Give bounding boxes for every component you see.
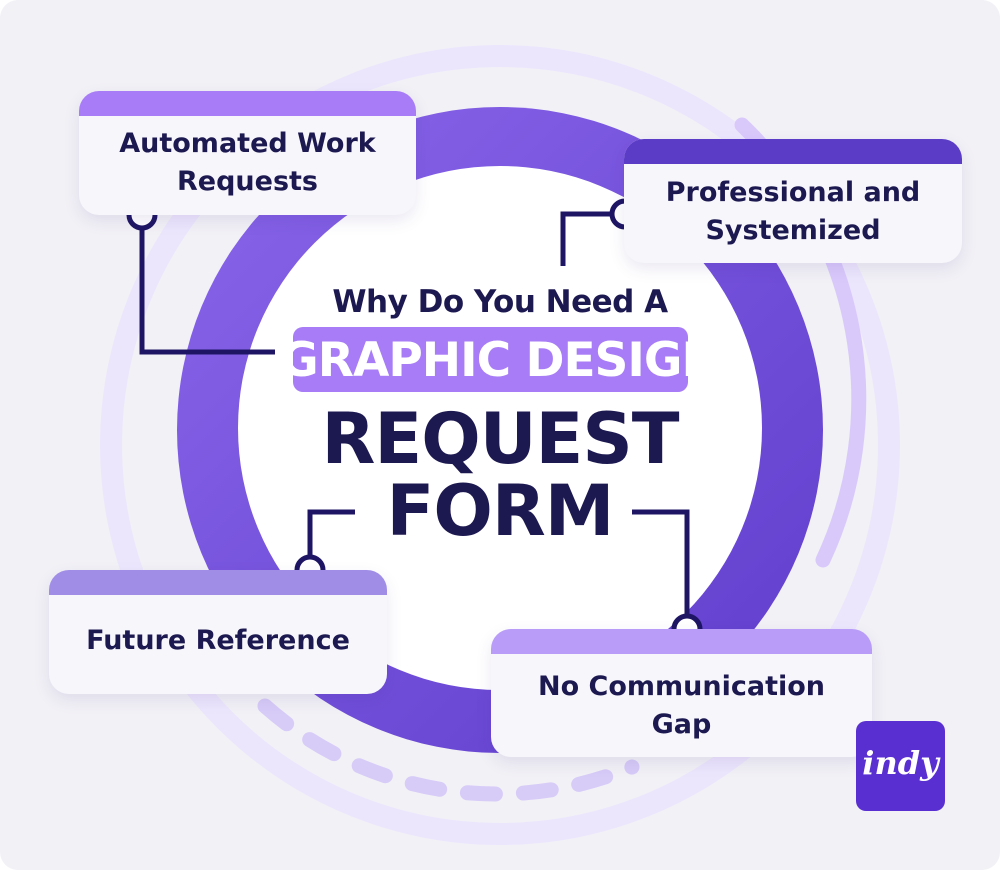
card-label: No Communication Gap: [491, 668, 872, 744]
logo-text: indy: [862, 744, 939, 782]
card-label-line2: Systemized: [705, 215, 881, 246]
card-label-line1: Future Reference: [86, 625, 350, 656]
card-label: Future Reference: [49, 622, 387, 660]
card-header-bar: [49, 570, 387, 595]
card-label: Automated Work Requests: [79, 125, 416, 201]
card-label-line2: Requests: [176, 166, 318, 197]
card-label-line2: Gap: [651, 709, 712, 740]
card-label-line1: Automated Work: [119, 128, 376, 159]
center-circle: [238, 166, 762, 690]
title-main-line2: FORM: [386, 470, 615, 552]
card-label-line1: No Communication: [537, 671, 826, 702]
card-header-bar: [624, 139, 962, 164]
connector-professional: [560, 211, 625, 266]
title-intro: Why Do You Need A: [332, 284, 668, 320]
dashed-arc: [257, 698, 640, 802]
connector-future: [307, 509, 355, 569]
connector-no-communication: [632, 509, 690, 628]
card-label: Professional and Systemized: [624, 174, 962, 250]
title-highlight-box: [293, 327, 688, 392]
indy-logo-icon: indy: [856, 721, 945, 811]
card-label-line1: Professional and: [665, 177, 921, 208]
card-automated-work-requests: Automated Work Requests: [79, 91, 416, 215]
card-header-bar: [491, 629, 872, 654]
title-main-line1: REQUEST: [321, 398, 679, 480]
card-header-bar: [79, 91, 416, 116]
connector-automated: [139, 215, 275, 355]
card-professional-systemized: Professional and Systemized: [624, 139, 962, 263]
card-future-reference: Future Reference: [49, 570, 387, 694]
title-highlight-text: GRAPHIC DESIGN: [280, 333, 721, 388]
card-no-communication-gap: No Communication Gap: [491, 629, 872, 757]
